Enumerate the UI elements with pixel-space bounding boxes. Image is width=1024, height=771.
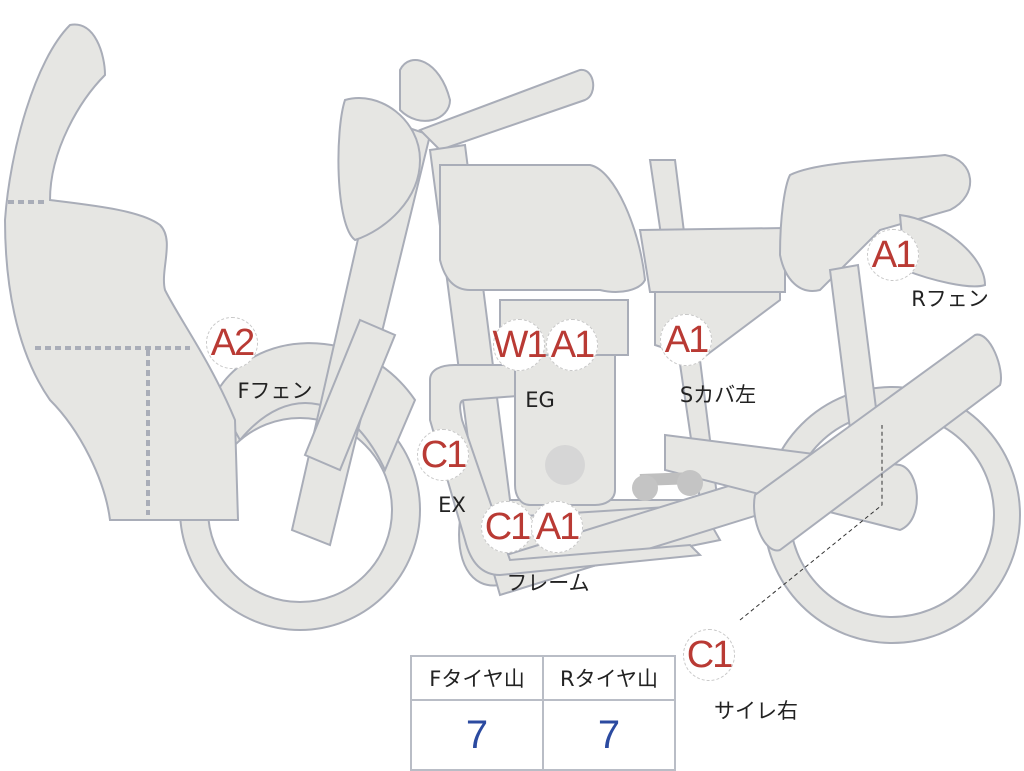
front-tire-header: Fタイヤ山: [410, 655, 544, 701]
label-muffler-right: サイレ右: [714, 699, 798, 723]
tire-tread-table: Fタイヤ山 Rタイヤ山 7 7: [410, 655, 676, 771]
marker-exhaust[interactable]: C1: [417, 429, 469, 481]
marker-side-cover-left[interactable]: A1: [660, 314, 712, 366]
fuel-tank: [439, 164, 647, 293]
label-engine: EG: [525, 388, 555, 412]
marker-engine-a1[interactable]: A1: [546, 319, 598, 371]
label-side-cover-left: Sカバ左: [679, 383, 757, 407]
headlight: [337, 97, 422, 242]
leader-line: [739, 425, 883, 621]
marker-rear-fender[interactable]: A1: [867, 229, 919, 281]
marker-frame-a1[interactable]: A1: [531, 501, 583, 553]
label-front-fender: Fフェン: [237, 379, 313, 403]
label-frame: フレーム: [506, 571, 590, 595]
muffler: [753, 333, 1002, 552]
marker-front-fender[interactable]: A2: [206, 317, 258, 369]
marker-engine-w1[interactable]: W1: [493, 319, 548, 371]
handlebar: [418, 68, 595, 152]
front-fairing: [3, 23, 240, 521]
rear-tire-value: 7: [542, 699, 676, 771]
engine: [514, 354, 616, 506]
marker-frame-c1[interactable]: C1: [481, 501, 533, 553]
seat: [778, 153, 971, 292]
front-tire-value: 7: [410, 699, 544, 771]
exhaust: [429, 364, 703, 577]
label-exhaust: EX: [438, 493, 466, 517]
rear-fender: [898, 213, 987, 288]
rear-tire-header: Rタイヤ山: [542, 655, 676, 701]
marker-muffler-right[interactable]: C1: [683, 629, 735, 681]
label-rear-fender: Rフェン: [911, 287, 989, 311]
